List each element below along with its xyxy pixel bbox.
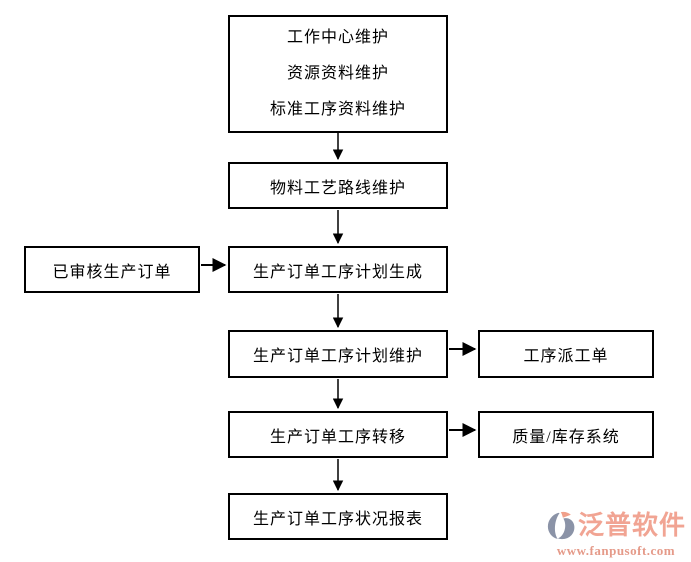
fanpu-logo-icon — [546, 509, 576, 542]
flow-box-master-data: 工作中心维护 资源资料维护 标准工序资料维护 — [228, 15, 448, 133]
logo-brand-text: 泛普软件 — [577, 510, 686, 540]
flow-box-label: 生产订单工序计划生成 — [252, 263, 423, 281]
flow-box-approved-order: 已审核生产订单 — [24, 246, 200, 293]
flow-box-label: 工作中心维护 — [286, 29, 389, 46]
flow-box-plan-generation: 生产订单工序计划生成 — [228, 246, 448, 293]
flow-box-dispatch-order: 工序派工单 — [478, 330, 654, 378]
flow-box-label: 工序派工单 — [523, 348, 609, 365]
flow-box-label: 生产订单工序计划维护 — [252, 348, 423, 365]
flow-box-label: 质量/库存系统 — [512, 428, 620, 446]
fanpu-logo: 泛普软件 www.fanpusoft.com — [546, 509, 686, 557]
flow-box-status-report: 生产订单工序状况报表 — [228, 493, 448, 540]
flow-box-plan-maintenance: 生产订单工序计划维护 — [228, 330, 448, 378]
flow-box-label: 生产订单工序状况报表 — [252, 510, 423, 528]
flow-box-label: 生产订单工序转移 — [269, 428, 406, 446]
flow-box-label: 标准工序资料维护 — [269, 101, 406, 118]
flow-box-label: 资源资料维护 — [286, 65, 389, 82]
logo-url-text: www.fanpusoft.com — [556, 543, 676, 558]
flow-box-label: 物料工艺路线维护 — [269, 179, 406, 197]
flow-box-process-transfer: 生产订单工序转移 — [228, 411, 448, 458]
flow-box-material-routing: 物料工艺路线维护 — [228, 162, 448, 209]
flow-box-label: 已审核生产订单 — [52, 263, 172, 281]
flow-box-quality-inventory: 质量/库存系统 — [478, 411, 654, 458]
